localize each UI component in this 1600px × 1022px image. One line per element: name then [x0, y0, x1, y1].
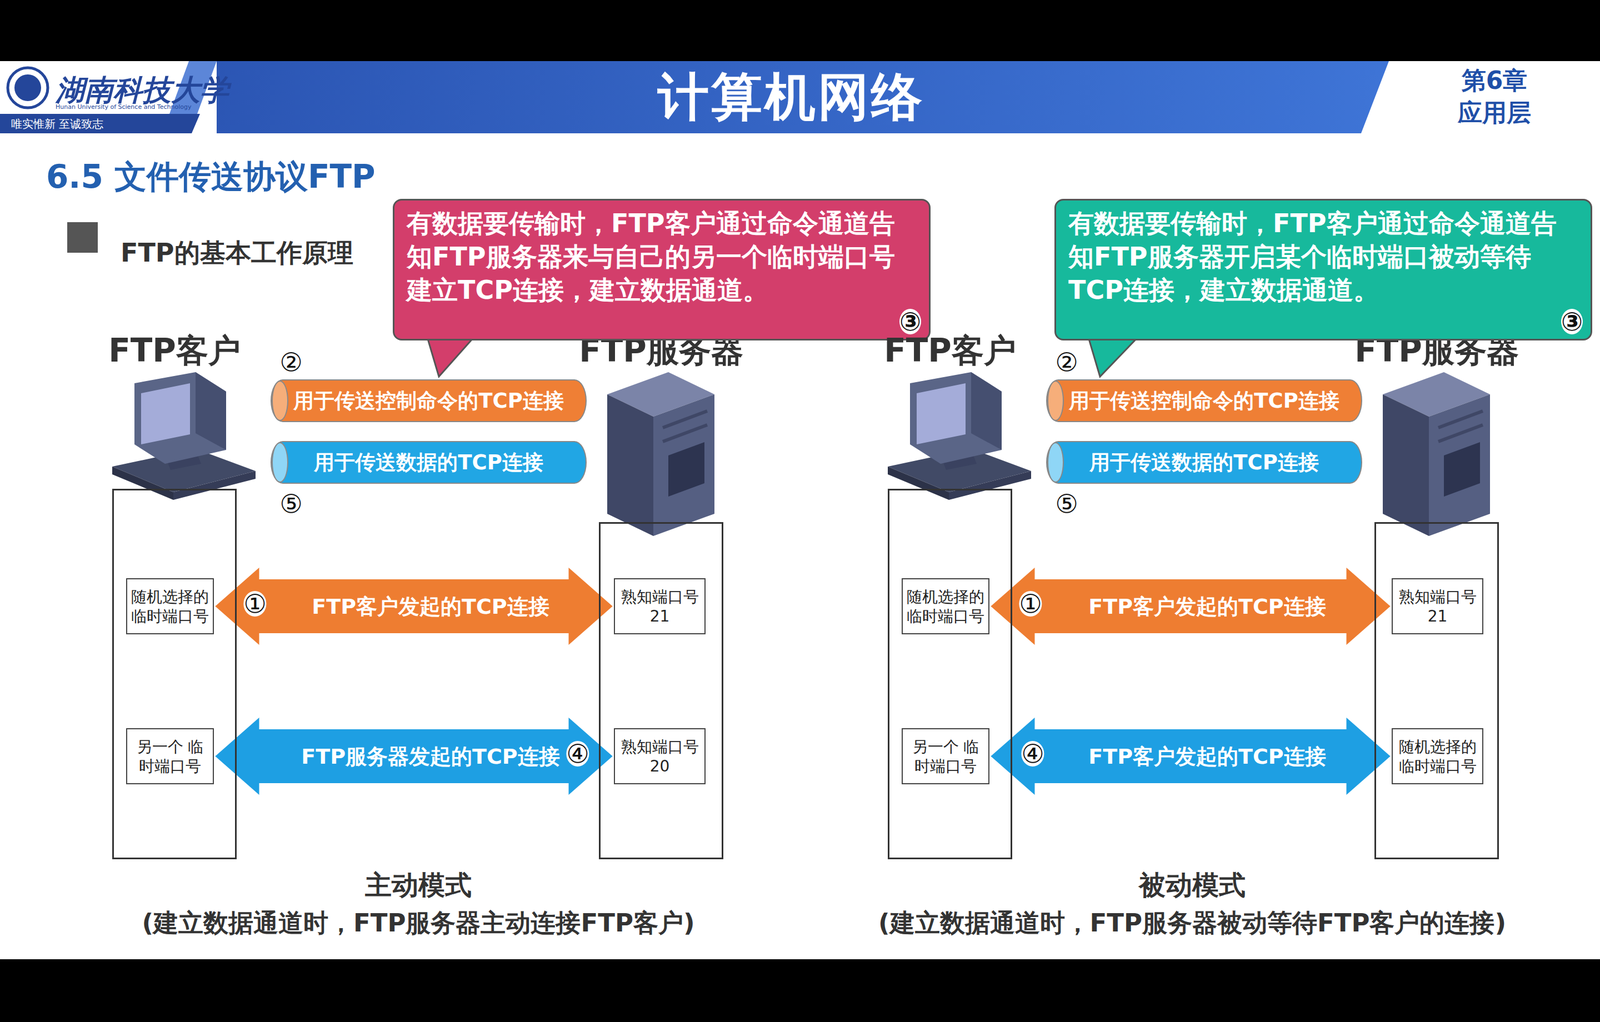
host-column: FTP客户随机选择的 临时端口号另一个 临时端口号 [112, 488, 237, 860]
port-box: 随机选择的 临时端口号 [126, 578, 214, 635]
callout-number: ① [1018, 591, 1042, 617]
callout-pointer-outline [427, 338, 473, 377]
callout-pointer [1088, 338, 1137, 377]
callout-number: ⑤ [279, 491, 303, 517]
callout-number: ② [279, 349, 303, 375]
box-text: 用于传送数据的TCP连接 [1089, 448, 1319, 477]
mode-caption-detail: (建立数据通道时，FTP服务器主动连接FTP客户) [142, 906, 695, 940]
port-box: 熟知端口号 21 [1391, 578, 1484, 635]
box-text: 另一个 临时端口号 [905, 737, 987, 777]
mode-caption: 主动模式 [365, 867, 472, 904]
box-text: 用于传送数据的TCP连接 [313, 448, 544, 477]
host-heading: FTP客户 [108, 329, 241, 373]
box-text: 用于传送控制命令的TCP连接 [293, 387, 564, 415]
header-title: 计算机网络 [657, 62, 925, 132]
callout-number: ③ [899, 308, 922, 335]
callout-number: ⑤ [1055, 491, 1078, 517]
box-text: 随机选择的 临时端口号 [1395, 737, 1480, 777]
data-connection-pipe: 用于传送数据的TCP连接 [1046, 441, 1363, 484]
pipe-end [271, 442, 289, 483]
box-text: 熟知端口号 21 [617, 587, 703, 627]
host-column: FTP服务器熟知端口号 21随机选择的 临时端口号 [1374, 522, 1499, 860]
host-column: FTP服务器熟知端口号 21熟知端口号 20 [598, 522, 724, 860]
box-text: 另一个 临时端口号 [129, 737, 211, 777]
connection-arrow [989, 566, 1392, 648]
pipe-end [271, 380, 289, 422]
box-text: 随机选择的 临时端口号 [129, 587, 211, 627]
pipe-end [1047, 442, 1064, 483]
connection-label: FTP服务器发起的TCP连接 [301, 742, 560, 771]
box-text: 有数据要传输时，FTP客户通过命令通道告知FTP服务器开启某个临时端口被动等待T… [1068, 207, 1580, 307]
port-box: 另一个 临时端口号 [126, 728, 214, 785]
port-box: 随机选择的 临时端口号 [1391, 728, 1484, 785]
callout-number: ④ [1021, 741, 1044, 767]
box-text: 熟知端口号 20 [617, 737, 703, 777]
port-box: 熟知端口号 21 [613, 578, 706, 635]
chapter-name: 应用层 [1457, 96, 1532, 130]
control-connection-pipe: 用于传送控制命令的TCP连接 [270, 379, 587, 423]
port-box: 随机选择的 临时端口号 [901, 578, 990, 635]
motto: 唯实惟新 至诚致志 [11, 116, 104, 132]
host-heading: FTP客户 [883, 329, 1017, 373]
section-title: 6.5 文件传送协议FTP [46, 155, 376, 199]
pipe-end [1047, 380, 1064, 422]
connection-arrow [213, 716, 614, 798]
box-text: 随机选择的 临时端口号 [905, 587, 987, 627]
callout-number: ③ [1561, 308, 1583, 335]
connection-arrow [989, 716, 1392, 798]
mode-caption: 被动模式 [1138, 867, 1246, 904]
port-box: 另一个 临时端口号 [901, 728, 990, 785]
box-text: 有数据要传输时，FTP客户通过命令通道告知FTP服务器来与自己的另一个临时端口号… [406, 207, 918, 307]
connection-label: FTP客户发起的TCP连接 [1088, 742, 1326, 771]
data-connection-pipe: 用于传送数据的TCP连接 [270, 441, 587, 484]
university-english-name: Hunan University of Science and Technolo… [55, 103, 192, 111]
chapter-number: 第6章 [1461, 64, 1528, 98]
callout-number: ④ [566, 741, 589, 767]
callout-pointer [427, 338, 473, 377]
connection-label: FTP客户发起的TCP连接 [1088, 592, 1326, 621]
port-box: 熟知端口号 20 [613, 728, 706, 785]
connection-label: FTP客户发起的TCP连接 [311, 592, 549, 621]
callout-pointer-outline [1088, 338, 1137, 377]
bullet-heading: FTP的基本工作原理 [120, 236, 354, 271]
mode-caption-detail: (建立数据通道时，FTP服务器被动等待FTP客户的连接) [878, 906, 1507, 940]
callout-number: ② [1055, 349, 1078, 375]
box-text: 熟知端口号 21 [1395, 587, 1480, 627]
callout-box: 有数据要传输时，FTP客户通过命令通道告知FTP服务器来与自己的另一个临时端口号… [392, 198, 931, 341]
box-text: 用于传送控制命令的TCP连接 [1068, 387, 1340, 415]
callout-box: 有数据要传输时，FTP客户通过命令通道告知FTP服务器开启某个临时端口被动等待T… [1054, 198, 1593, 341]
callout-number: ① [243, 591, 267, 617]
host-column: FTP客户随机选择的 临时端口号另一个 临时端口号 [887, 488, 1013, 860]
connection-arrow [213, 566, 614, 648]
control-connection-pipe: 用于传送控制命令的TCP连接 [1046, 379, 1363, 423]
